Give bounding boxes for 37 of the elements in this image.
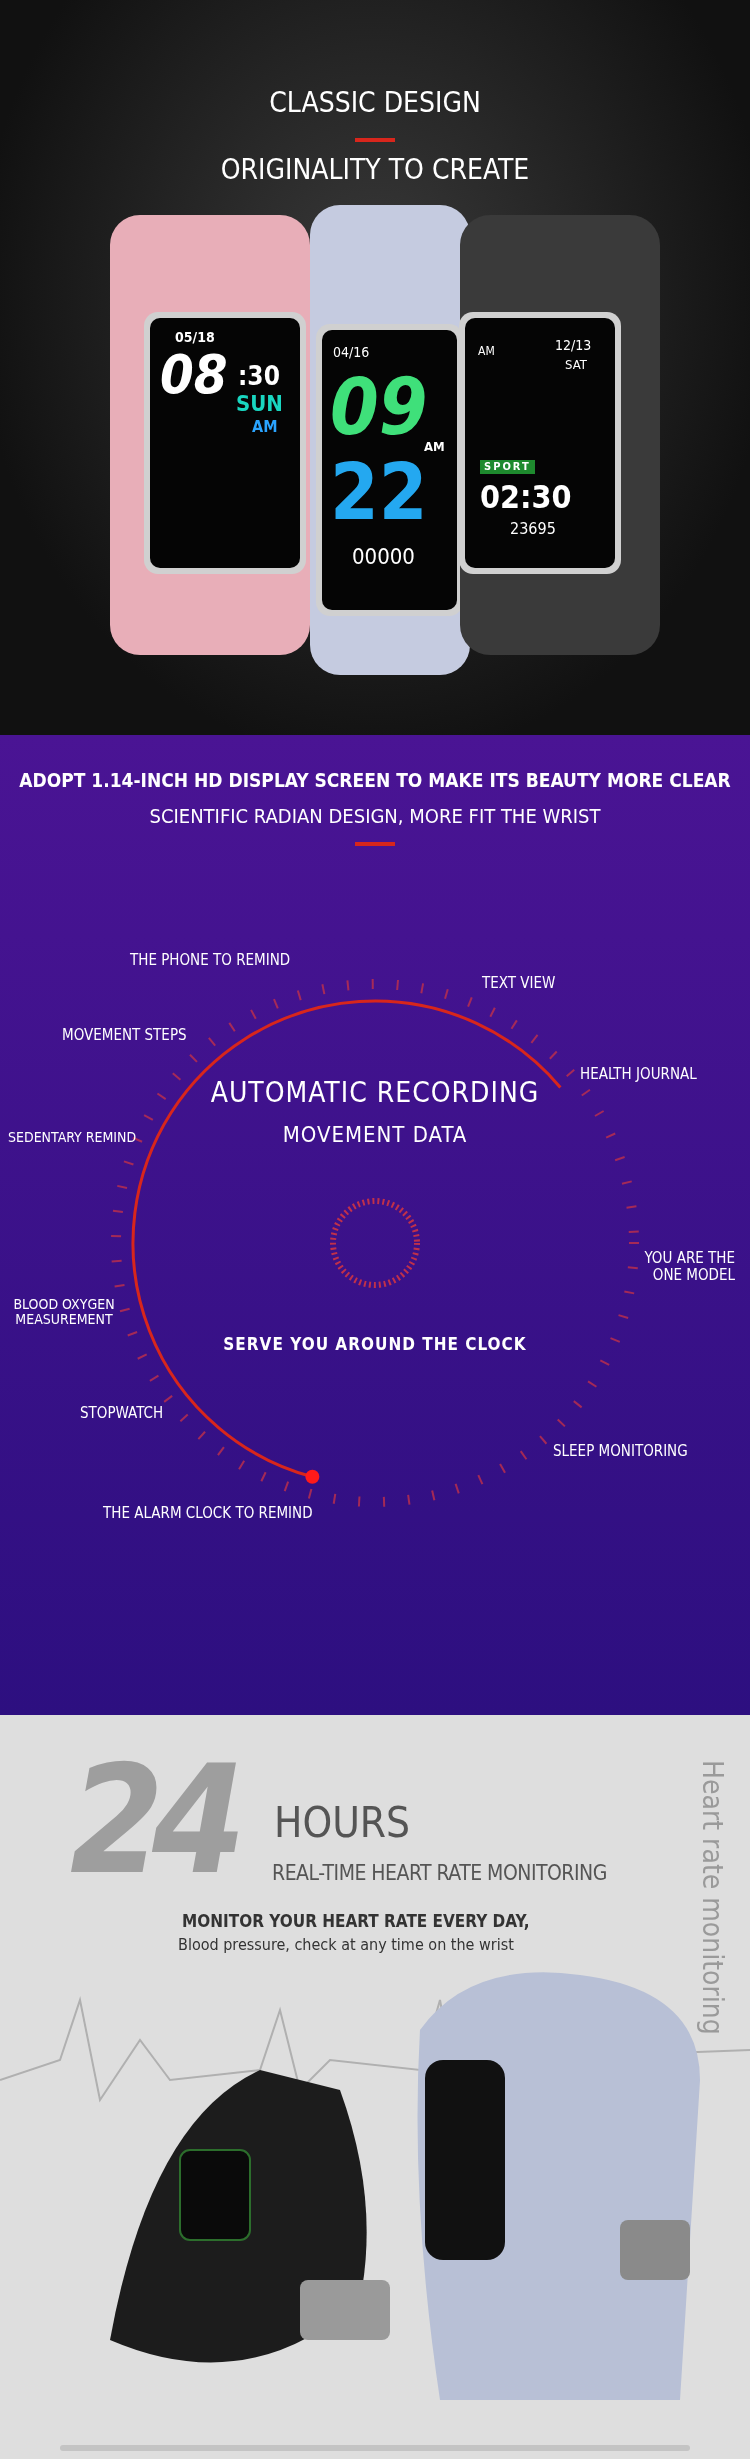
description-text: Blood pressure, check at any time on the wrist [178,1936,514,1954]
heading: CLASSIC DESIGN [269,86,481,119]
feature-label: THE ALARM CLOCK TO REMIND [103,1505,313,1522]
feature-label: MOVEMENT STEPS [62,1027,187,1044]
feature-label: HEALTH JOURNAL [580,1066,697,1083]
screen-weekday: SUN [236,392,283,417]
big-number: 24 [70,1745,234,1895]
screen-minutes: 22 [330,450,428,536]
screen-mode: SPORT [480,460,535,475]
dial-heading: AUTOMATIC RECORDING [210,1076,540,1109]
feature-label: SEDENTARY REMIND [8,1130,137,1146]
screen-time: :30 [238,362,280,391]
feature-label: YOU ARE THE ONE MODEL [643,1250,735,1283]
feature-label: THE PHONE TO REMIND [130,952,291,969]
subheading: ORIGINALITY TO CREATE [220,153,530,186]
screen-am: AM [252,418,278,436]
subheading: REAL-TIME HEART RATE MONITORING [272,1862,607,1886]
subheading: SCIENTIFIC RADIAN DESIGN, MORE FIT THE WRIST [149,804,601,828]
screen-step-count: 00000 [352,545,415,570]
screen-date: 12/13 [555,338,592,354]
dial-caption: SERVE YOU AROUND THE CLOCK [223,1334,527,1354]
feature-label: STOPWATCH [80,1405,164,1422]
heading: HOURS [274,1800,411,1847]
screen-am: AM [478,345,495,359]
screen-date: 05/18 [175,330,215,346]
side-caption: Heart rate monitoring [698,1760,726,2035]
screen-date: 04/16 [333,345,370,361]
feature-label: SLEEP MONITORING [553,1443,688,1460]
screen-weekday: SAT [565,358,587,373]
feature-label: TEXT VIEW [482,975,556,992]
feature-label: BLOOD OXYGEN MEASUREMENT [12,1297,116,1328]
dial-subheading: MOVEMENT DATA [282,1122,468,1147]
heading: ADOPT 1.14-INCH HD DISPLAY SCREEN TO MAKE ITS BEAUTY MORE CLEAR [19,769,731,791]
description-text: MONITOR YOUR HEART RATE EVERY DAY, [182,1912,530,1931]
screen-time: 08 [160,345,228,405]
screen-time: 02:30 [480,480,572,516]
screen-step-count: 23695 [510,520,556,538]
